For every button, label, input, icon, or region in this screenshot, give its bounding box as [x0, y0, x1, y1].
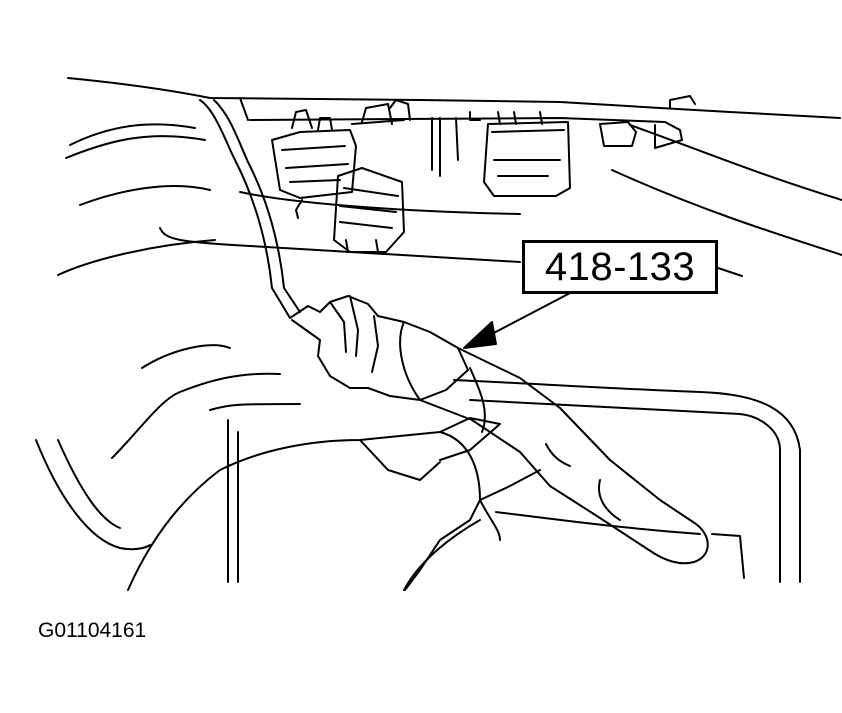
callout-leader [463, 291, 573, 349]
lower-structure [35, 344, 801, 583]
upper-panel-structure [57, 77, 842, 277]
center-bracket [431, 111, 481, 177]
wire [199, 99, 301, 319]
upper-connector-right [483, 111, 637, 197]
hanging-connector [333, 99, 411, 253]
tool-probe [289, 295, 709, 565]
part-callout-label: 418-133 [522, 240, 718, 294]
hand [127, 417, 541, 591]
figure-id-label: G01104161 [38, 619, 147, 642]
upper-connector-left [271, 109, 357, 219]
